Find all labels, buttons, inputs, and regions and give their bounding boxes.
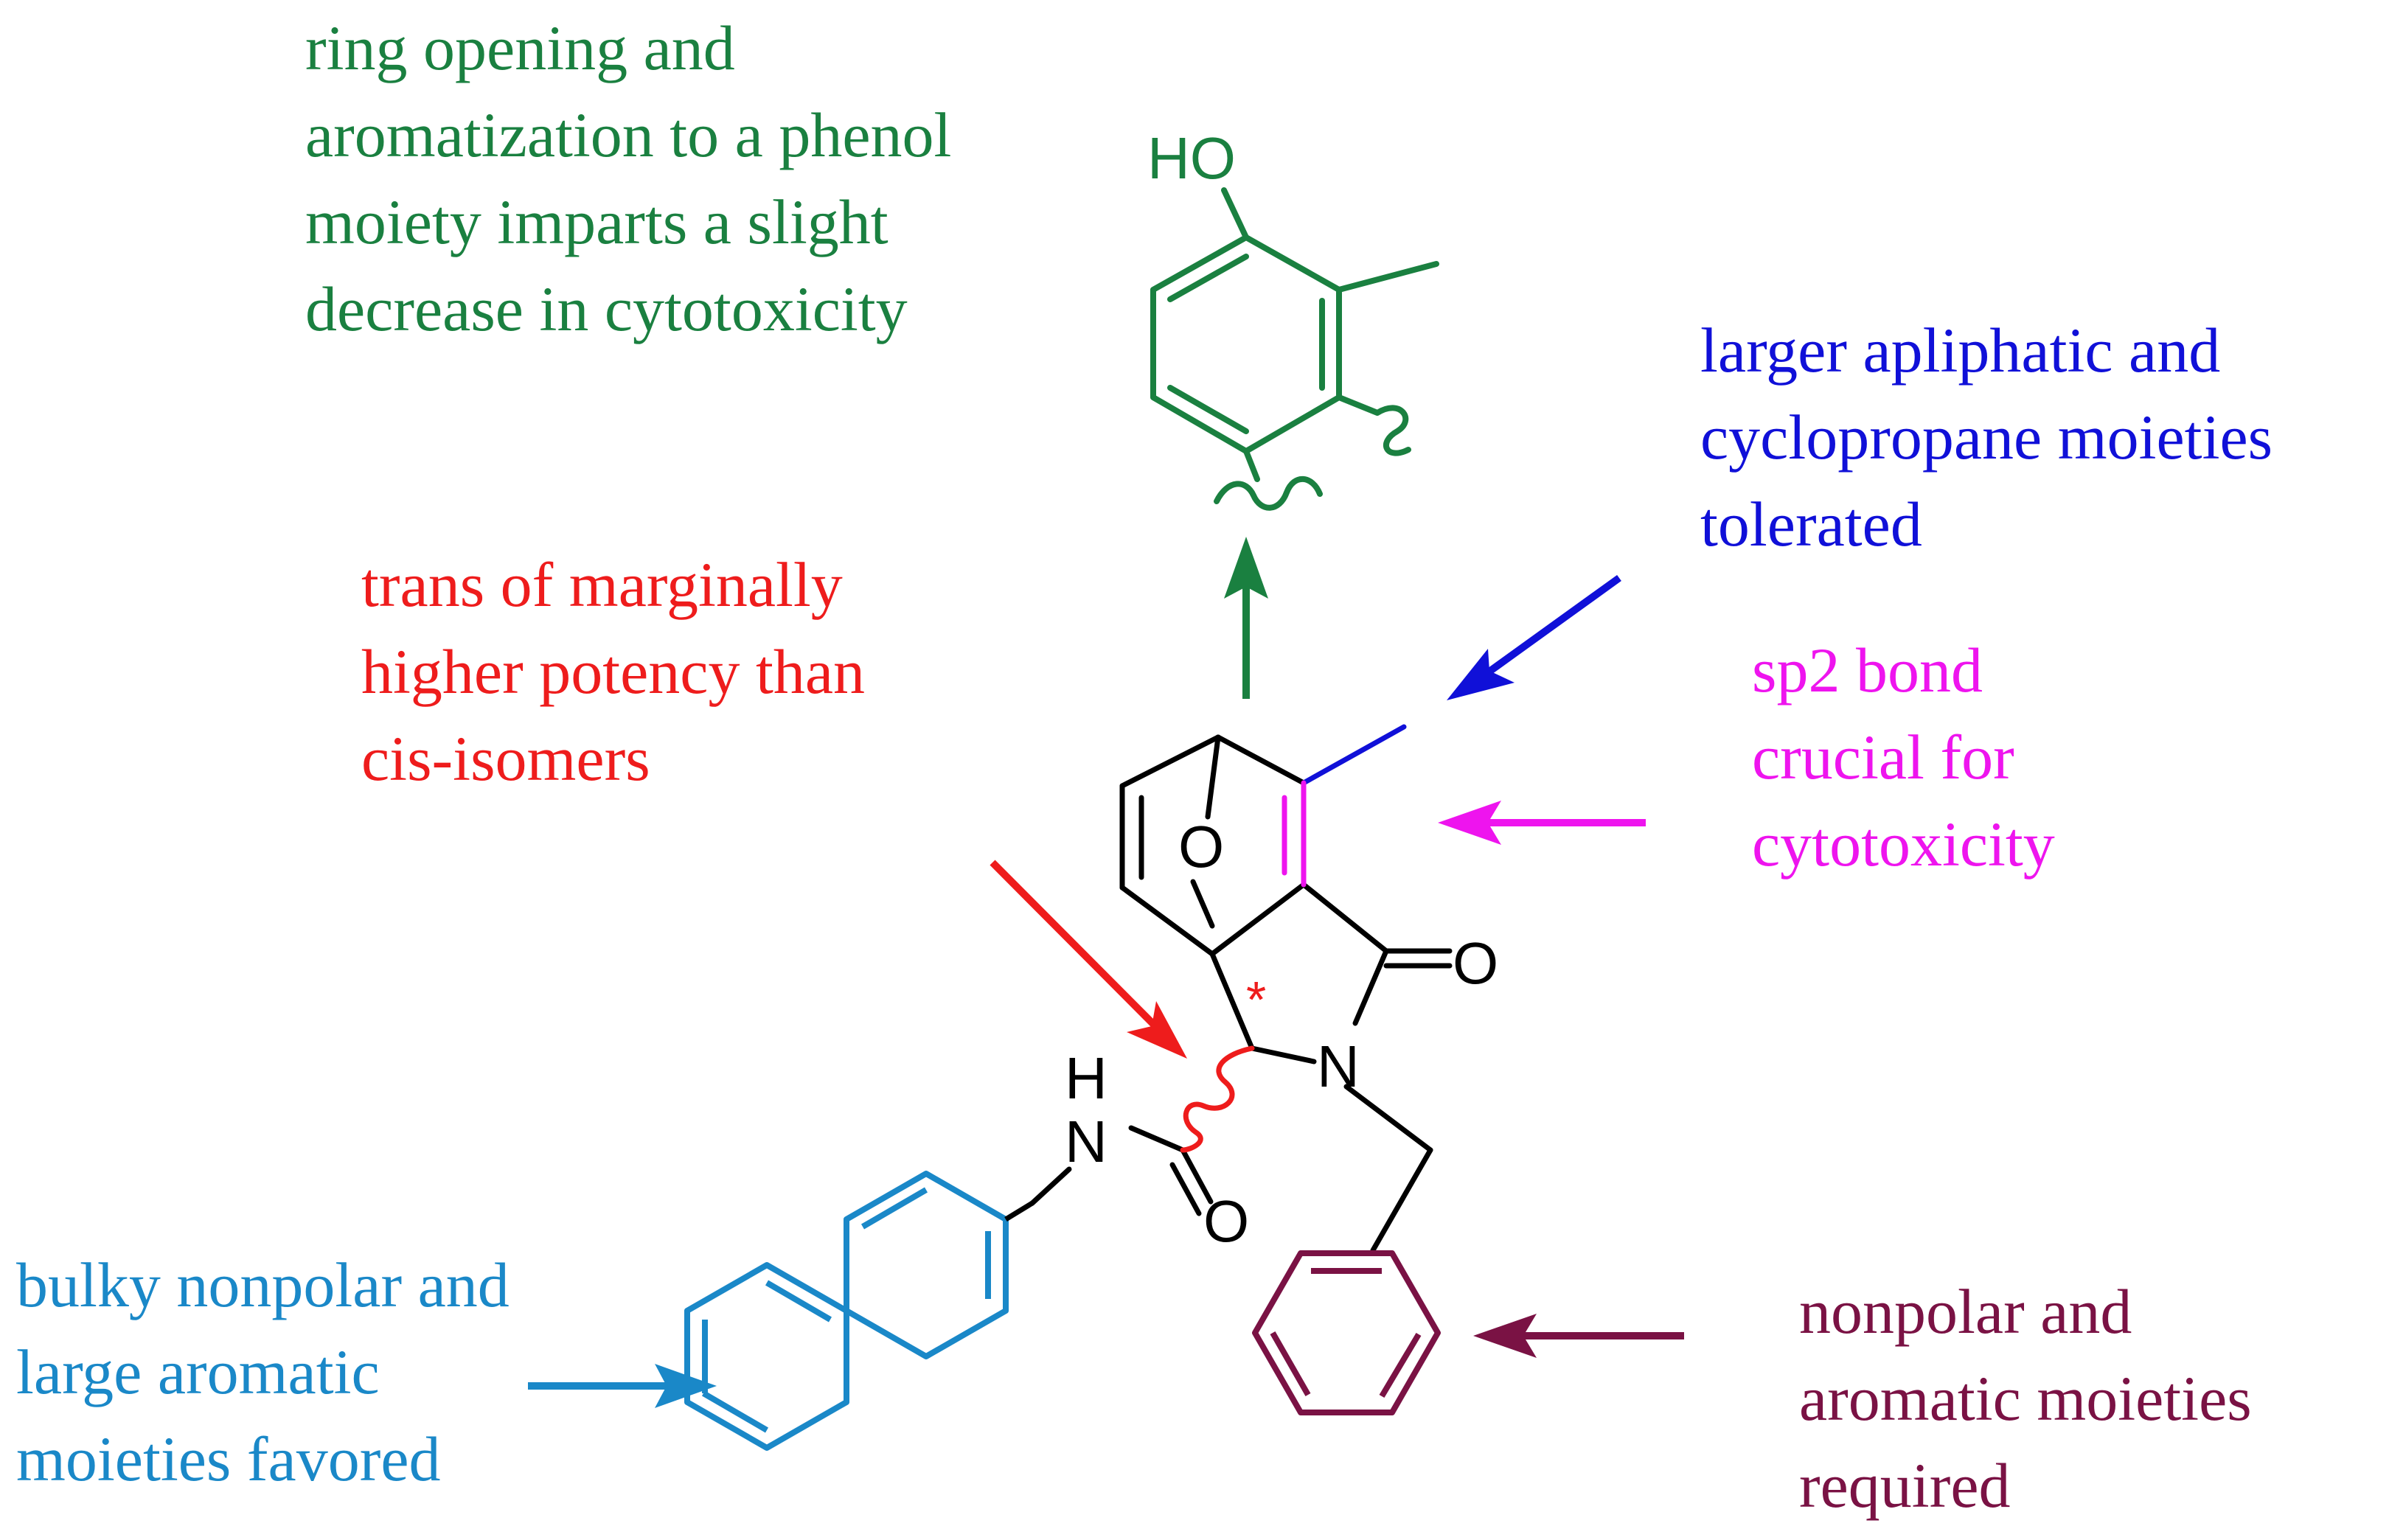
green-arrow	[1224, 537, 1268, 699]
phenol-fragment	[1150, 187, 1439, 511]
stereocenter-asterisk: *	[1246, 971, 1266, 1028]
annotation-stereochemistry: trans of marginally higher potency than …	[361, 549, 866, 794]
amide-oxygen-label: O	[1203, 1188, 1249, 1254]
alkyl-substituent-bond	[1301, 724, 1407, 786]
core-scaffold	[1029, 734, 1453, 1253]
stereo-wavy-bond	[1180, 1045, 1255, 1153]
maroon-arrow	[1473, 1314, 1684, 1358]
phenol-methyl-bond	[1336, 261, 1439, 293]
annotation-aliphatic: larger apliphatic and cyclopropane moiet…	[1700, 315, 2273, 560]
red-arrow	[990, 860, 1187, 1059]
ring-nitrogen-label: N	[1317, 1034, 1360, 1099]
magenta-arrow	[1438, 801, 1646, 845]
bridge-oxygen-label: O	[1178, 814, 1224, 879]
annotation-benzyl: nonpolar and aromatic moieties required	[1799, 1276, 2252, 1521]
amide-hydrogen-label: H	[1065, 1045, 1107, 1111]
ho-label: HO	[1147, 125, 1236, 191]
blue-arrow	[1447, 574, 1621, 700]
amide-nitrogen-label: N	[1065, 1109, 1107, 1174]
sp2-double-bond	[1282, 780, 1307, 888]
benzyl-phenyl-ring	[1252, 1250, 1441, 1415]
naphthalene-ring	[684, 1171, 1009, 1451]
attachment-wavy-line	[1214, 475, 1323, 511]
annotation-naphthalene: bulky nonpolar and large aromatic moieti…	[16, 1250, 510, 1494]
phenol-ring	[1150, 234, 1342, 454]
annotation-sp2-bond: sp2 bond crucial for cytotoxicity	[1752, 635, 2055, 879]
ketone-oxygen-label: O	[1453, 930, 1498, 996]
attachment-wavy-line	[1336, 394, 1411, 456]
annotation-phenol: ring opening and aromatization to a phen…	[305, 13, 952, 344]
phenol-oh-bond	[1221, 187, 1249, 240]
